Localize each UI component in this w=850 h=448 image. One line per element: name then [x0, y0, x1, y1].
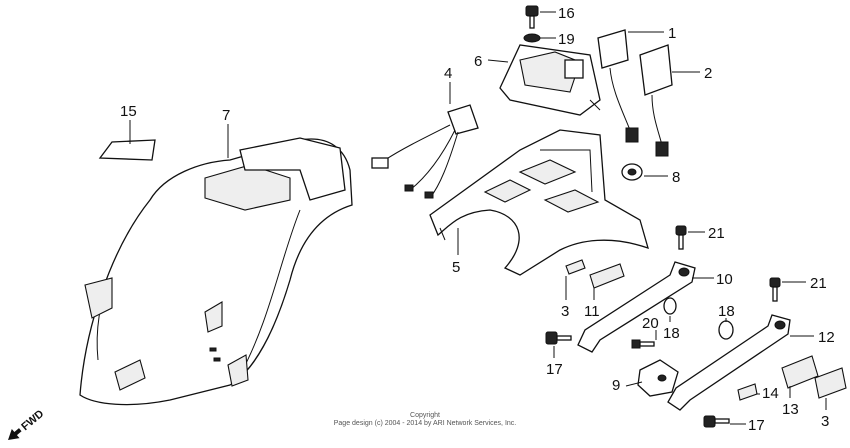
- part-screw-20[interactable]: [631, 339, 655, 349]
- part-bolt-21b[interactable]: [769, 277, 781, 302]
- callout-17a: 17: [546, 361, 563, 378]
- part-stay-10[interactable]: [577, 261, 696, 353]
- copyright-line2: Page design (c) 2004 - 2014 by ARI Netwo…: [334, 420, 517, 427]
- part-reflector-3b[interactable]: [814, 367, 847, 399]
- callout-21b: 21: [810, 275, 827, 292]
- part-bolt-17b[interactable]: [703, 415, 730, 428]
- fwd-label: FWD: [19, 408, 46, 433]
- callout-7: 7: [222, 107, 230, 124]
- callout-15: 15: [120, 103, 137, 120]
- part-bolt-17a[interactable]: [545, 331, 572, 345]
- part-reflector-3a[interactable]: [565, 259, 586, 275]
- part-rear-fender[interactable]: [79, 137, 353, 406]
- part-bracket-9[interactable]: [637, 359, 679, 397]
- part-stay-12[interactable]: [667, 314, 791, 411]
- callout-19: 19: [558, 31, 575, 48]
- part-module-2[interactable]: [639, 44, 673, 157]
- part-tail-light-housing[interactable]: [499, 44, 601, 116]
- part-bolt-21a[interactable]: [675, 225, 687, 250]
- callout-4: 4: [444, 65, 452, 82]
- callout-12: 12: [818, 329, 835, 346]
- callout-2: 2: [704, 65, 712, 82]
- callout-6: 6: [474, 53, 482, 70]
- callout-16: 16: [558, 5, 575, 22]
- copyright-line1: Copyright: [410, 412, 440, 419]
- callout-9: 9: [612, 377, 620, 394]
- callout-21a: 21: [708, 225, 725, 242]
- copyright-notice: Copyright Page design (c) 2004 - 2014 by…: [334, 412, 517, 427]
- part-rear-bracket[interactable]: [429, 129, 649, 276]
- callout-3a: 3: [561, 303, 569, 320]
- callout-17b: 17: [748, 417, 765, 434]
- callout-13: 13: [782, 401, 799, 418]
- part-relay-1[interactable]: [597, 29, 639, 143]
- part-harness-4[interactable]: [371, 104, 479, 199]
- part-clip-18a[interactable]: [663, 297, 677, 315]
- callout-18a: 18: [663, 325, 680, 342]
- forward-direction-indicator: FWD: [8, 408, 46, 440]
- callout-8: 8: [672, 169, 680, 186]
- callout-20: 20: [642, 315, 659, 332]
- callout-10: 10: [716, 271, 733, 288]
- callout-3b: 3: [821, 413, 829, 430]
- part-clip-18b[interactable]: [718, 320, 734, 340]
- part-plate-14[interactable]: [737, 383, 758, 401]
- part-grommet-8[interactable]: [621, 163, 643, 181]
- callout-1: 1: [668, 25, 676, 42]
- part-bolt-16[interactable]: [525, 5, 539, 29]
- callout-18b: 18: [718, 303, 735, 320]
- callout-11: 11: [584, 303, 600, 320]
- part-reflector-11[interactable]: [589, 263, 625, 289]
- part-reflector-13[interactable]: [781, 355, 819, 389]
- callout-14: 14: [762, 385, 779, 402]
- leader-lines: [129, 11, 827, 425]
- callout-labels: 16 19 1 2 6 4 15 7 8 21 5 10 21 3 11 18 …: [120, 5, 835, 434]
- part-caution-label[interactable]: [98, 139, 156, 161]
- arrow-icon: [8, 428, 22, 440]
- callout-5: 5: [452, 259, 460, 276]
- part-nut-19[interactable]: [523, 33, 541, 43]
